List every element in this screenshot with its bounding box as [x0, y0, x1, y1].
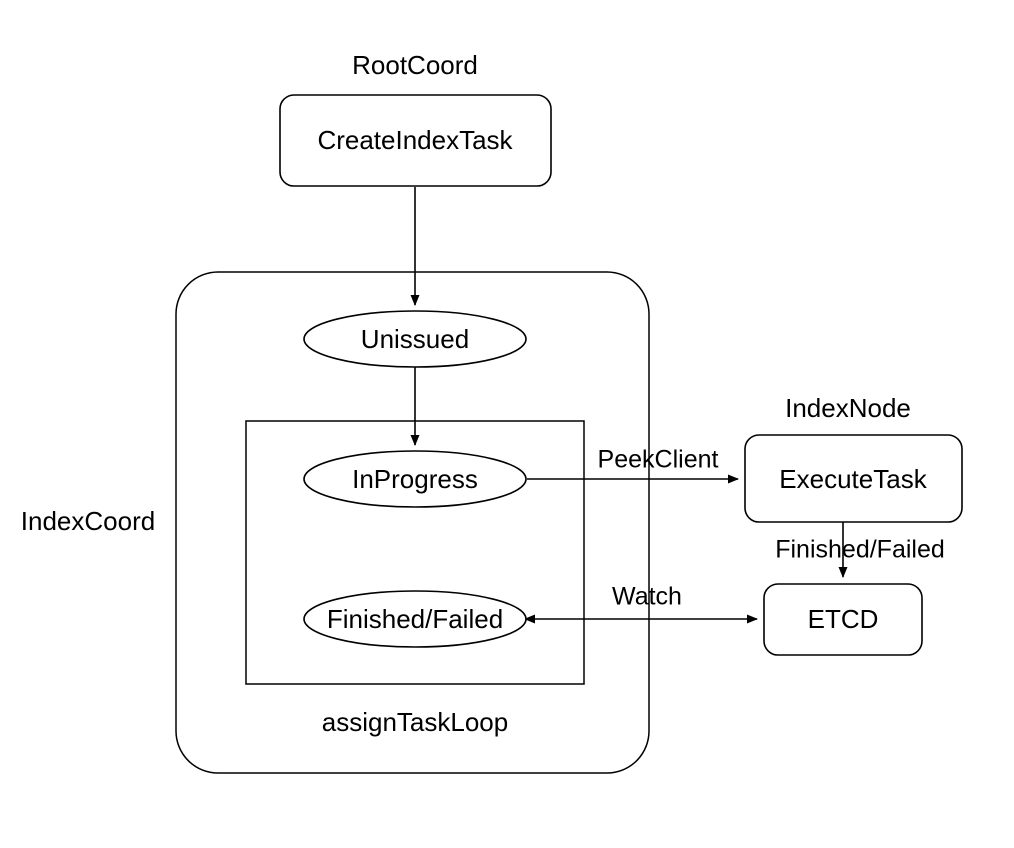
- node-inprogress[interactable]: InProgress: [303, 450, 527, 508]
- edge-label-finished-failed: Finished/Failed: [775, 536, 945, 564]
- node-inprogress-label: InProgress: [352, 464, 478, 494]
- group-label-rootcoord: RootCoord: [352, 50, 478, 80]
- node-execute-task-label: ExecuteTask: [779, 464, 927, 494]
- node-unissued-label: Unissued: [361, 324, 469, 354]
- node-finished-failed[interactable]: Finished/Failed: [303, 590, 527, 648]
- edge-label-watch: Watch: [612, 583, 682, 611]
- node-create-index-task[interactable]: CreateIndexTask: [279, 94, 552, 187]
- node-etcd[interactable]: ETCD: [763, 583, 923, 656]
- node-unissued-shape[interactable]: [303, 310, 527, 368]
- group-container-indexcoord: [175, 271, 650, 774]
- node-create-index-task-label: CreateIndexTask: [317, 125, 513, 155]
- node-finished-failed-label: Finished/Failed: [327, 604, 503, 634]
- node-execute-task[interactable]: ExecuteTask: [744, 434, 963, 523]
- node-execute-task-shape[interactable]: [744, 434, 963, 523]
- node-inprogress-shape[interactable]: [303, 450, 527, 508]
- group-label-assigntaskloop: assignTaskLoop: [322, 707, 508, 737]
- node-finished-failed-shape[interactable]: [303, 590, 527, 648]
- group-label-indexnode: IndexNode: [785, 393, 911, 423]
- group-label-indexcoord: IndexCoord: [21, 506, 155, 536]
- node-etcd-label: ETCD: [808, 604, 879, 634]
- node-unissued[interactable]: Unissued: [303, 310, 527, 368]
- edge-label-peekclient: PeekClient: [598, 446, 719, 474]
- node-create-index-task-shape[interactable]: [279, 94, 552, 187]
- node-etcd-shape[interactable]: [763, 583, 923, 656]
